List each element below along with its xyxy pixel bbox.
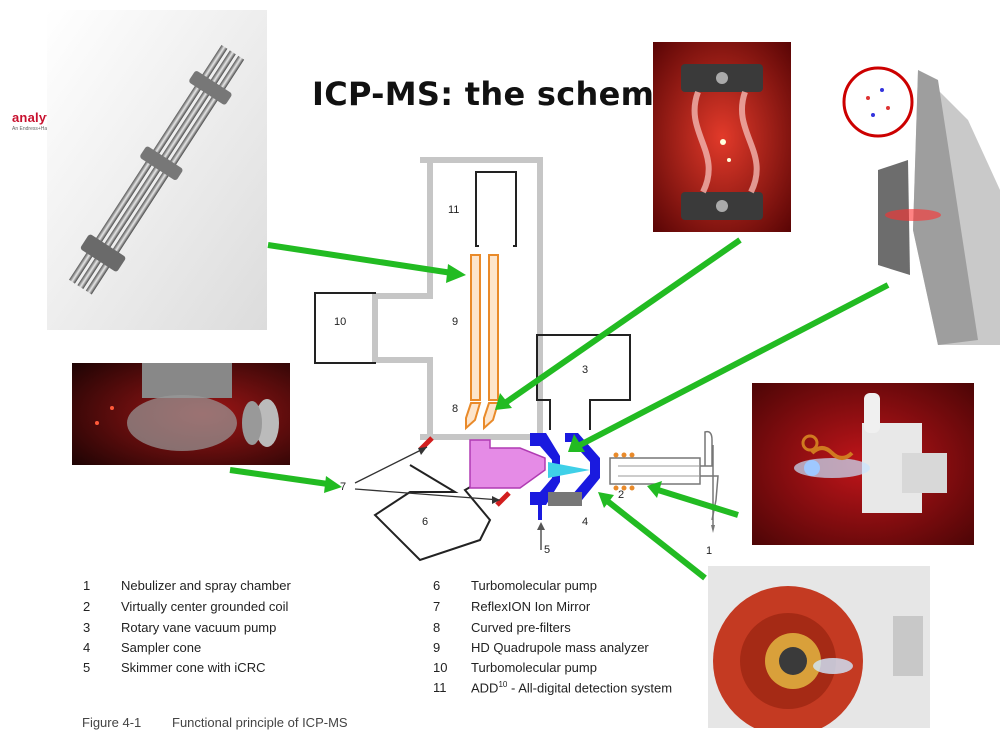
callout-arrows [229,237,890,581]
label-9: 9 [452,316,458,328]
label-2: 2 [618,489,624,501]
skimmer-cone [530,433,560,505]
detector-photo [818,60,1000,345]
turbo-pump-10 [314,292,376,364]
callout-arrow-quadrupole [267,242,453,276]
sampler-cone [565,433,600,505]
legend-item-11-main: ADD [471,680,499,696]
legend-item-11-sup: 10 [498,680,508,689]
label-11: 11 [448,204,459,216]
label-3: 3 [582,364,588,376]
label-8: 8 [452,403,458,415]
page-title: ICP-MS: the scheme [312,75,677,113]
legend-item-11-rest: - All-digital detection system [507,680,673,696]
label-1: 1 [706,545,712,557]
callout-arrow-cones [604,497,707,581]
detector-box [475,171,517,247]
callout-arrow-torch [657,487,739,518]
quadrupole-rod-right [488,254,499,401]
mass-analyzer-chamber [372,157,543,440]
label-10: 10 [334,316,346,328]
label-5: 5 [544,544,550,556]
ion-mirror-photo [72,363,290,465]
figure-number: Figure 4-1 [82,715,142,730]
torch-coil-image [752,383,974,545]
cone-interface-photo [708,566,930,728]
rotary-vane-pump [536,334,631,430]
figure-caption: Figure 4-1 Functional principle of ICP-MS [82,715,348,730]
callout-arrow-ion-mirror [229,467,329,487]
curved-prefilter [465,402,482,431]
quadrupole-rods-photo [47,10,267,330]
turbo-pump-6 [373,464,501,562]
ion-mirror-bottom [495,491,511,507]
torch-coil-photo [752,383,974,545]
callout-arrow-prefilter [503,237,742,406]
quadrupole-rod-left [470,254,481,401]
callout-arrow-detector [578,282,890,448]
label-7: 7 [340,481,346,493]
brand-tagline: An Endress+Hauser Company [12,126,80,132]
detector-image [818,60,1000,345]
ion-mirror-image [72,363,290,465]
curved-prefilter-photo [653,42,791,232]
ion-beam [469,439,546,489]
cone-interface-image [708,566,930,728]
label-4: 4 [582,516,588,528]
curved-prefilter-image [653,42,791,232]
quadrupole-rods-image [47,10,267,330]
gas-connector [548,492,582,506]
plasma-cone [548,462,590,478]
coil [613,452,635,491]
label-6: 6 [422,516,428,528]
torch [609,457,701,485]
figure-caption-text: Functional principle of ICP-MS [172,715,348,730]
